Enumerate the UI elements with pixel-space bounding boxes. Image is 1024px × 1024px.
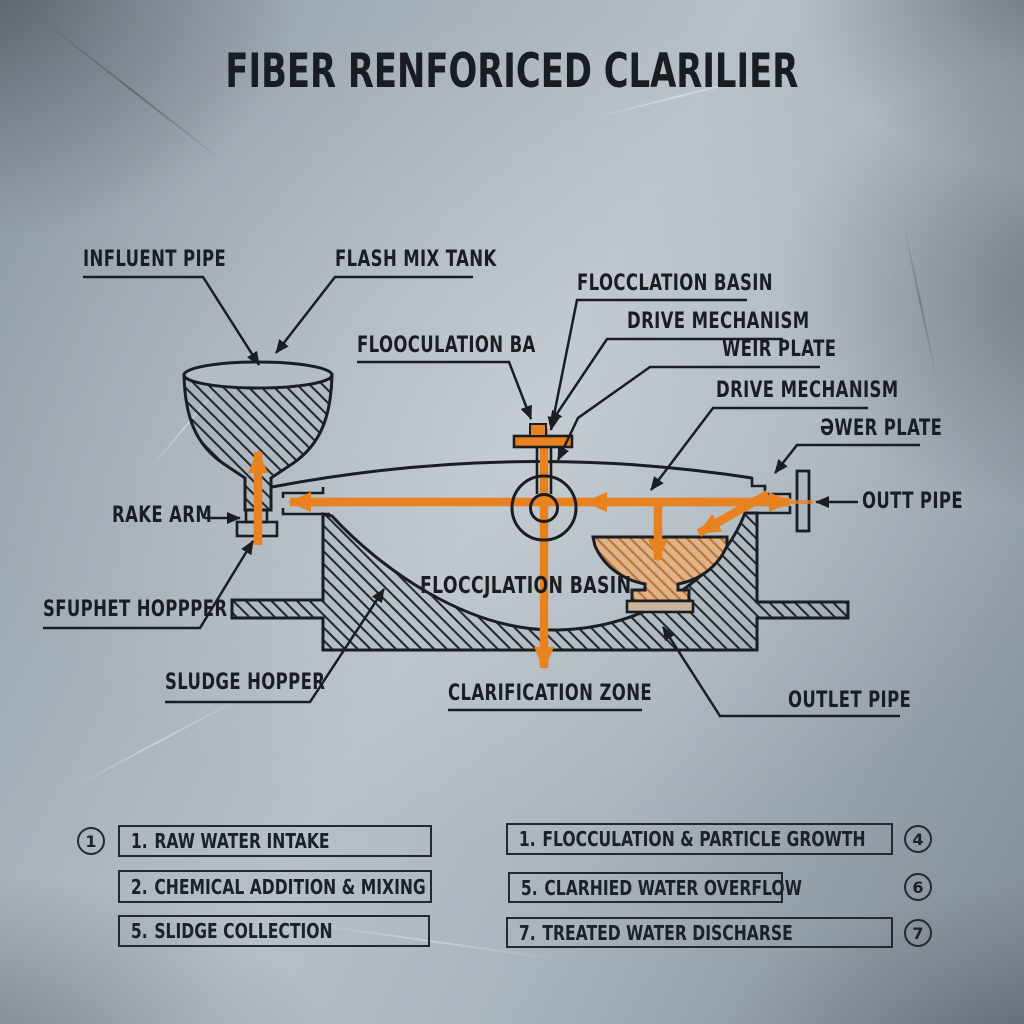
legend-row: 5. CLARHIED WATER OVERFLOW bbox=[510, 876, 802, 900]
legend-row: 7. TREATED WATER DISCHARSE bbox=[508, 921, 793, 945]
legend-box-raw-water-intake: 1. RAW WATER INTAKE bbox=[118, 825, 432, 857]
label-weir-plate: WEIR PLATE bbox=[722, 337, 837, 362]
label-drive-mechanism-1: DRIVE MECHANISM bbox=[627, 309, 810, 334]
tank-top-arc bbox=[271, 460, 753, 489]
flash-tank-rim bbox=[182, 360, 334, 390]
label-flocclation-basin: FLOCCLATION BASIN bbox=[577, 271, 773, 296]
leader-lines bbox=[43, 275, 920, 718]
sludge-funnel bbox=[591, 535, 729, 614]
legend-number: 1. bbox=[518, 827, 536, 851]
legend-label: TREATED WATER DISCHARSE bbox=[542, 920, 793, 945]
legend-number: 2. bbox=[130, 874, 148, 899]
leader-weir-plate bbox=[556, 365, 820, 461]
legend-box-flocculation-growth: 1. FLOCCULATION & PARTICLE GROWTH bbox=[506, 823, 893, 855]
leader-flocclation-basin bbox=[547, 298, 747, 431]
legend-number: 5. bbox=[520, 875, 538, 900]
leader-flooculation-ba bbox=[357, 360, 533, 420]
label-flooculation-ba: FLOOCULATION BA bbox=[357, 333, 536, 358]
label-flocculation-basin-inner: FLOCCJLATION BASIN bbox=[420, 573, 632, 599]
legend-box-slidge-collection: 5. SLIDGE COLLECTION bbox=[118, 915, 430, 947]
label-sfuphet-hopper: SFUPHET HOPPPER bbox=[43, 597, 228, 622]
legend-box-treated-discharse: 7. TREATED WATER DISCHARSE bbox=[506, 917, 893, 948]
leader-swer-plate bbox=[774, 443, 920, 474]
label-clarification-zone: CLARIFICATION ZONE bbox=[448, 681, 653, 706]
legend-circle-7: 7 bbox=[904, 919, 932, 947]
legend-row: 5. SLIDGE COLLECTION bbox=[120, 919, 333, 943]
leader-influent-pipe bbox=[83, 275, 261, 366]
diagonal-flow-arrow bbox=[696, 490, 771, 537]
leader-drive-mechanism-1 bbox=[548, 337, 783, 425]
label-rake-arm: RAKE ARM bbox=[112, 503, 213, 528]
legend-circle-6: 6 bbox=[904, 873, 932, 901]
legend-row: 2. CHEMICAL ADDITION & MIXING bbox=[120, 875, 426, 899]
legend-number: 1. bbox=[130, 829, 148, 853]
leader-outlet-pipe bbox=[661, 626, 900, 718]
legend-circle-4: 4 bbox=[904, 825, 932, 853]
label-sludge-hopper: SLUDGE HOPPER bbox=[165, 670, 326, 695]
label-influent-pipe: INFLUENT PIPE bbox=[83, 247, 227, 272]
legend-label: RAW WATER INTAKE bbox=[154, 829, 330, 853]
legend-label: CHEMICAL ADDITION & MIXING bbox=[154, 874, 426, 899]
leader-sfuphet-hopper bbox=[43, 540, 255, 630]
leader-sludge-hopper bbox=[165, 588, 386, 704]
legend-circle-1: 1 bbox=[77, 827, 105, 855]
legend-row: 1. RAW WATER INTAKE bbox=[120, 829, 330, 853]
legend-box-clarhied-overflow: 5. CLARHIED WATER OVERFLOW bbox=[508, 872, 802, 903]
label-flash-mix-tank: FLASH MIX TANK bbox=[335, 247, 497, 272]
legend-number: 5. bbox=[130, 919, 148, 943]
label-swer-plate: ƏWER PLATE bbox=[820, 416, 943, 441]
label-drive-mechanism-2: DRIVE MECHANISM bbox=[716, 378, 899, 403]
drive-mechanism bbox=[510, 423, 578, 542]
label-outlet-pipe: OUTLET PIPE bbox=[788, 688, 912, 713]
legend-box-chemical-addition: 2. CHEMICAL ADDITION & MIXING bbox=[118, 870, 432, 903]
label-outt-pipe: OUTT PIPE bbox=[862, 489, 964, 514]
legend-label: FLOCCULATION & PARTICLE GROWTH bbox=[542, 827, 866, 851]
leader-flash-mix-tank bbox=[275, 275, 473, 354]
clarifier-basin bbox=[230, 460, 850, 652]
legend-number: 7. bbox=[518, 920, 536, 945]
legend-label: SLIDGE COLLECTION bbox=[154, 919, 333, 943]
page-title: FIBER RENFORICED CLARILIER bbox=[225, 44, 799, 99]
leader-drive-mechanism-2 bbox=[650, 406, 868, 491]
legend-label: CLARHIED WATER OVERFLOW bbox=[544, 875, 802, 900]
legend-row: 1. FLOCCULATION & PARTICLE GROWTH bbox=[508, 827, 866, 851]
